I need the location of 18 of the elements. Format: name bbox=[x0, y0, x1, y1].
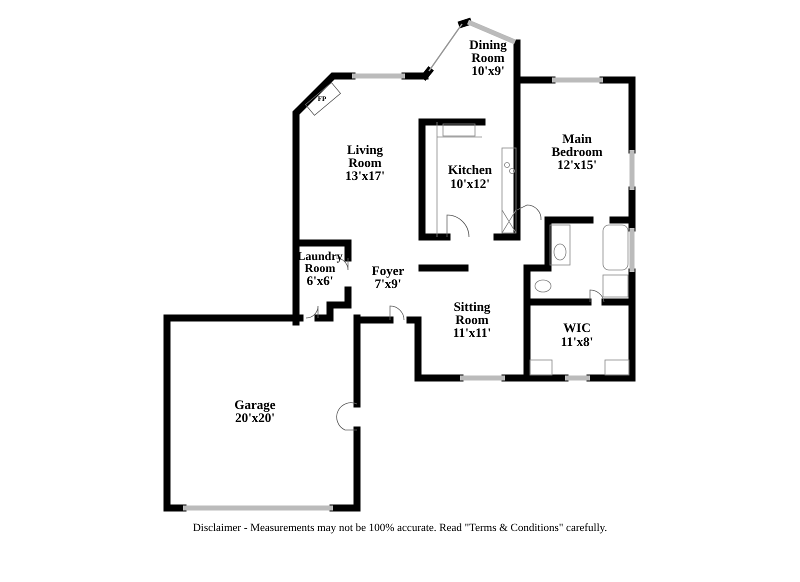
room-label: WIC bbox=[563, 321, 591, 334]
room-label: 10'x9' bbox=[471, 64, 505, 77]
room-name: Sitting Room bbox=[454, 300, 490, 326]
room-name: Main Bedroom bbox=[551, 132, 603, 158]
room-label: 11'x11' bbox=[452, 326, 492, 339]
room-label: 10'x12' bbox=[450, 177, 490, 190]
room-label: 6'x6' bbox=[306, 274, 334, 287]
room-label: 7'x9' bbox=[374, 277, 402, 290]
room-label: 12'x15' bbox=[557, 158, 597, 171]
room-label: 13'x17' bbox=[345, 169, 385, 182]
room-label: Foyer bbox=[372, 264, 404, 277]
room-label: Garage bbox=[234, 398, 276, 411]
room-name: Living Room bbox=[346, 143, 384, 169]
room-label: Kitchen bbox=[448, 163, 492, 176]
disclaimer-text: Disclaimer - Measurements may not be 100% accurate. Read "Terms & Conditions" carefully. bbox=[192, 521, 608, 536]
room-name: Dining Room bbox=[469, 38, 507, 64]
room-label: 20'x20' bbox=[235, 411, 275, 424]
room-label: 11'x8' bbox=[560, 335, 594, 348]
